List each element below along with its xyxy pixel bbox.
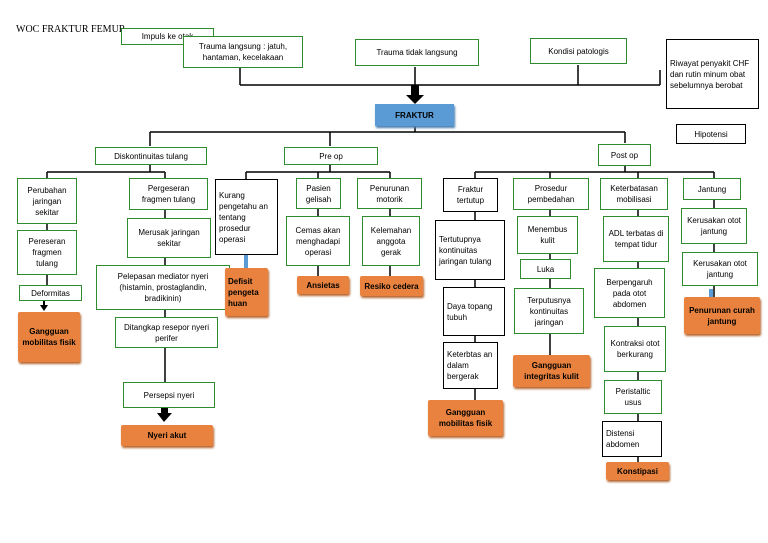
fraktur-tertutup-box: Fraktur tertutup	[443, 178, 498, 212]
hipotensi-box: Hipotensi	[676, 124, 746, 144]
berpengaruh-box: Berpengaruh pada otot abdomen	[594, 268, 665, 318]
trauma-langsung-box: Trauma langsung : jatuh, hantaman, kecel…	[183, 36, 303, 68]
merusak-box: Merusak jaringan sekitar	[127, 218, 211, 258]
distensi-box: Distensi abdomen	[602, 421, 662, 457]
prosedur-box: Prosedur pembedahan	[513, 178, 589, 210]
luka-box: Luka	[520, 259, 571, 279]
peristaltik-box: Peristaltic usus	[604, 380, 662, 414]
ditangkap-box: Ditangkap resepor nyeri perifer	[115, 317, 218, 348]
kelemahan-box: Kelemahan anggota gerak	[362, 216, 420, 266]
pergeseran-jaringan-box: Pereseran fragmen tulang	[17, 230, 77, 275]
deformitas-box: Deformitas	[19, 285, 82, 301]
perubahan-box: Perubahan jaringan sekitar	[17, 178, 77, 224]
ansietas-box: Ansietas	[297, 276, 349, 294]
penurunan-curah-box: Penurunan curah jantung	[684, 297, 760, 334]
penurunan-motorik-box: Penurunan motorik	[357, 178, 422, 209]
post-op-box: Post op	[598, 144, 651, 166]
page-title: WOC FRAKTUR FEMUR	[16, 24, 126, 35]
kondisi-patologis-box: Kondisi patologis	[530, 38, 627, 64]
diskontinuitas-box: Diskontinuitas tulang	[95, 147, 207, 165]
keterbatasan-mobilisasi-box: Keterbatasan mobilisasi	[600, 178, 668, 210]
pasien-gelisah-box: Pasien gelisah	[296, 178, 341, 209]
persepsi-box: Persepsi nyeri	[123, 382, 215, 408]
pre-op-box: Pre op	[284, 147, 378, 165]
gangguan-mobilitas-2-box: Gangguan mobilitas fisik	[428, 400, 503, 436]
trauma-tidak-langsung-box: Trauma tidak langsung	[355, 39, 479, 66]
kurang-pengetahuan-box: Kurang pengetahu an tentang prosedur ope…	[215, 179, 278, 255]
resiko-cedera-box: Resiko cedera	[360, 276, 423, 296]
pelepasan-box: Pelepasan mediator nyeri (histamin, pros…	[96, 265, 230, 310]
cemas-box: Cemas akan menghadapi operasi	[286, 216, 350, 266]
fraktur-box: FRAKTUR	[375, 104, 454, 126]
terputusnya-box: Terputusnya kontinuitas jaringan	[514, 288, 584, 334]
defisit-box: Defisit pengeta huan	[225, 268, 268, 316]
kontraksi-box: Kontraksi otot berkurang	[604, 326, 666, 372]
riwayat-box: Riwayat penyakit CHF dan rutin minum oba…	[666, 39, 759, 109]
jantung-box: Jantung	[683, 178, 741, 200]
konstipasi-box: Konstipasi	[606, 462, 669, 480]
gangguan-integritas-box: Gangguan integritas kulit	[513, 355, 590, 387]
kerusakan-otot-2-box: Kerusakan otot jantung	[682, 252, 758, 286]
nyeri-akut-box: Nyeri akut	[121, 425, 213, 446]
adl-box: ADL terbatas di tempat tidur	[603, 216, 669, 262]
pergeseran-fragmen-box: Pergeseran fragmen tulang	[129, 178, 208, 210]
tertutupnya-box: Tertutupnya kontinuitas jaringan tulang	[435, 220, 505, 280]
daya-topang-box: Daya topang tubuh	[443, 287, 505, 336]
gangguan-mobilitas-1-box: Gangguan mobilitas fisik	[18, 312, 80, 362]
keterbatasan-gerak-box: Keterbtas an dalam bergerak	[443, 342, 498, 389]
menembus-kulit-box: Menembus kulit	[517, 216, 578, 254]
kerusakan-otot-1-box: Kerusakan otot jantung	[681, 208, 747, 244]
